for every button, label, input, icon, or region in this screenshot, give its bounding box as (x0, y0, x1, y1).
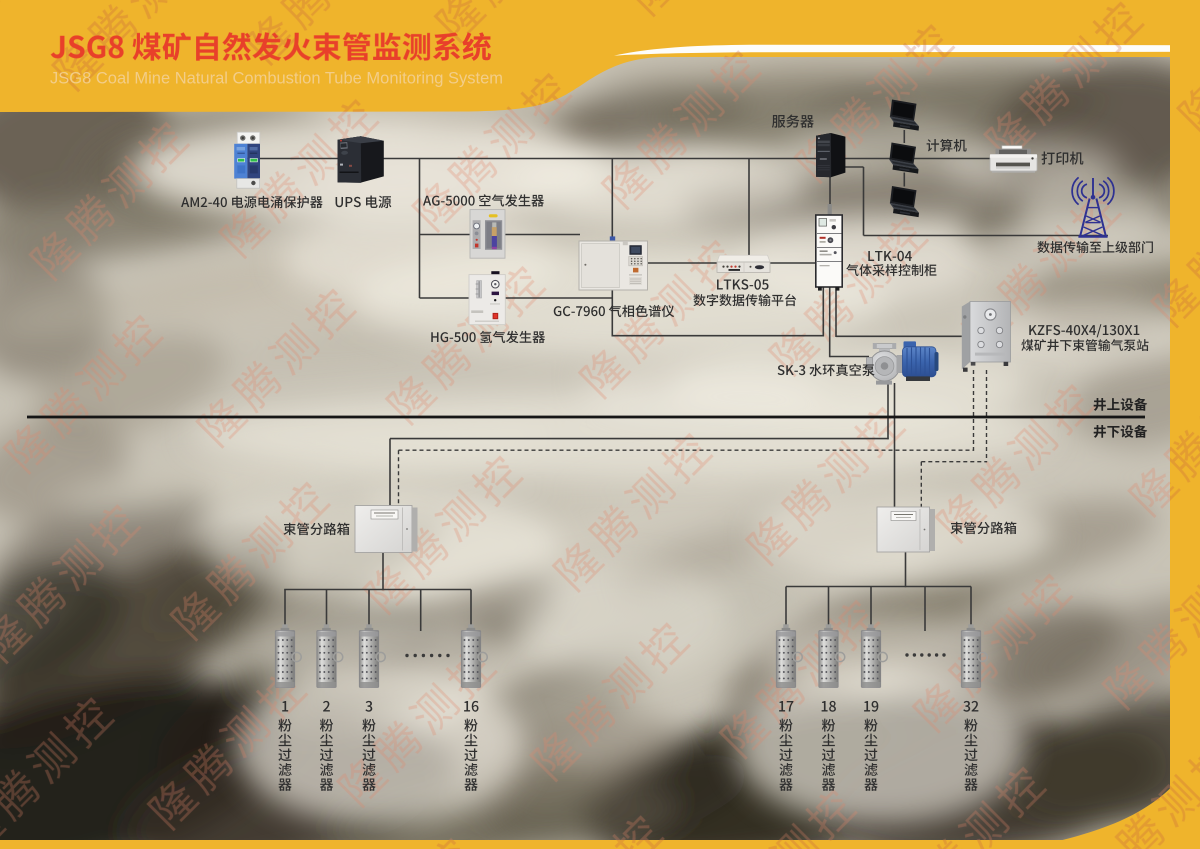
svg-text:JSG8 Coal Mine Natural Combust: JSG8 Coal Mine Natural Combustion Tube M… (50, 70, 503, 88)
